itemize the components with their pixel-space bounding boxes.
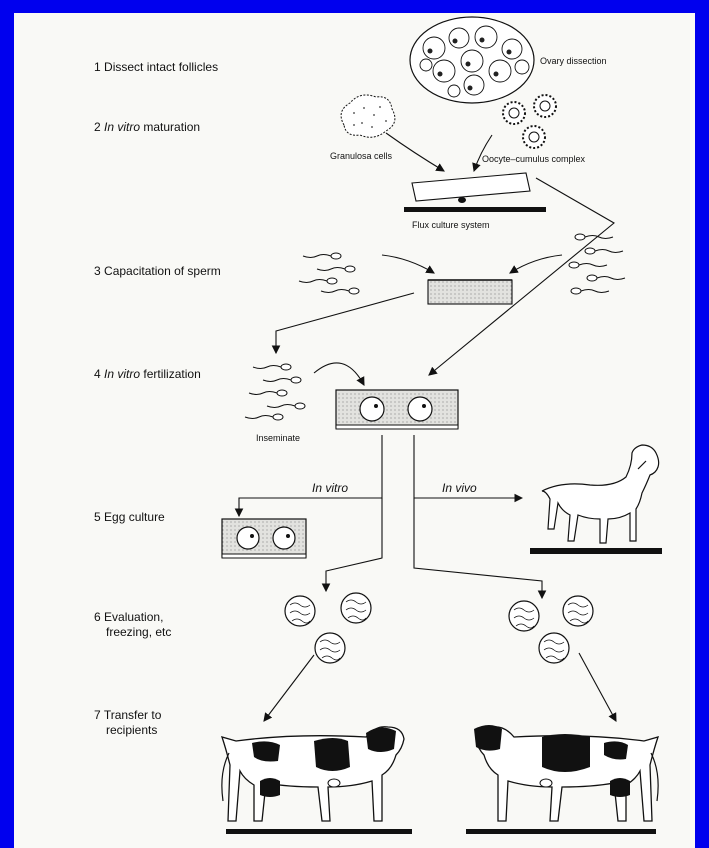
step-6-label-line2: freezing, etc — [106, 625, 171, 639]
granulosa-arrow — [386, 133, 444, 171]
right-transfer-arrow — [579, 653, 616, 721]
cow-right-illustration — [474, 725, 658, 821]
step-7-label: 7 Transfer to — [94, 708, 162, 722]
inseminate-arrow — [314, 363, 364, 385]
egg-culture-dish — [222, 519, 306, 558]
step-1-label: 1 Dissect intact follicles — [94, 60, 218, 74]
in-vivo-evaluation-arrow — [414, 498, 542, 598]
cow-left-ground — [226, 829, 412, 834]
fertilization-dish — [336, 390, 458, 429]
inseminate-sperm — [245, 364, 305, 420]
sheep-ground — [530, 548, 662, 554]
cow-left-illustration — [222, 727, 404, 821]
granulosa-cells — [341, 95, 395, 137]
flux-label: Flux culture system — [412, 220, 490, 230]
oocyte-label: Oocyte–cumulus complex — [482, 154, 586, 164]
ovary-illustration — [410, 17, 534, 103]
flux-culture-system — [404, 173, 546, 212]
embryo-group-right — [509, 596, 593, 663]
step-2-label: 2 In vitro maturation — [94, 120, 200, 134]
step-5-label: 5 Egg culture — [94, 510, 165, 524]
step-3-label: 3 Capacitation of sperm — [94, 264, 221, 278]
diagram-page: 1 Dissect intact follicles 2 In vitro ma… — [14, 13, 695, 848]
inseminate-label: Inseminate — [256, 433, 300, 443]
sperm-left-arrow — [382, 255, 434, 273]
in-vitro-label: In vitro — [312, 481, 348, 495]
sperm-to-fertilization-arrow — [276, 293, 414, 353]
step-7-label-line2: recipients — [106, 723, 157, 737]
step-4-label: 4 In vitro fertilization — [94, 367, 201, 381]
granulosa-label: Granulosa cells — [330, 151, 393, 161]
in-vivo-label: In vivo — [442, 481, 477, 495]
sperm-group-left — [299, 253, 359, 294]
ivf-diagram: 1 Dissect intact follicles 2 In vitro ma… — [14, 13, 695, 848]
embryo-group-left — [285, 593, 371, 663]
sperm-group-right — [569, 234, 625, 294]
capacitation-dish — [428, 280, 512, 304]
in-vitro-branch — [239, 435, 382, 516]
sperm-right-arrow — [510, 255, 562, 273]
cow-right-ground — [466, 829, 656, 834]
left-transfer-arrow — [264, 655, 314, 721]
oocyte-cumulus-complexes — [503, 95, 556, 148]
step-6-label: 6 Evaluation, — [94, 610, 163, 624]
sheep-illustration — [542, 445, 659, 543]
ovary-dissection-label: Ovary dissection — [540, 56, 607, 66]
oocyte-arrow — [474, 135, 492, 171]
in-vitro-evaluation-arrow — [326, 498, 382, 591]
